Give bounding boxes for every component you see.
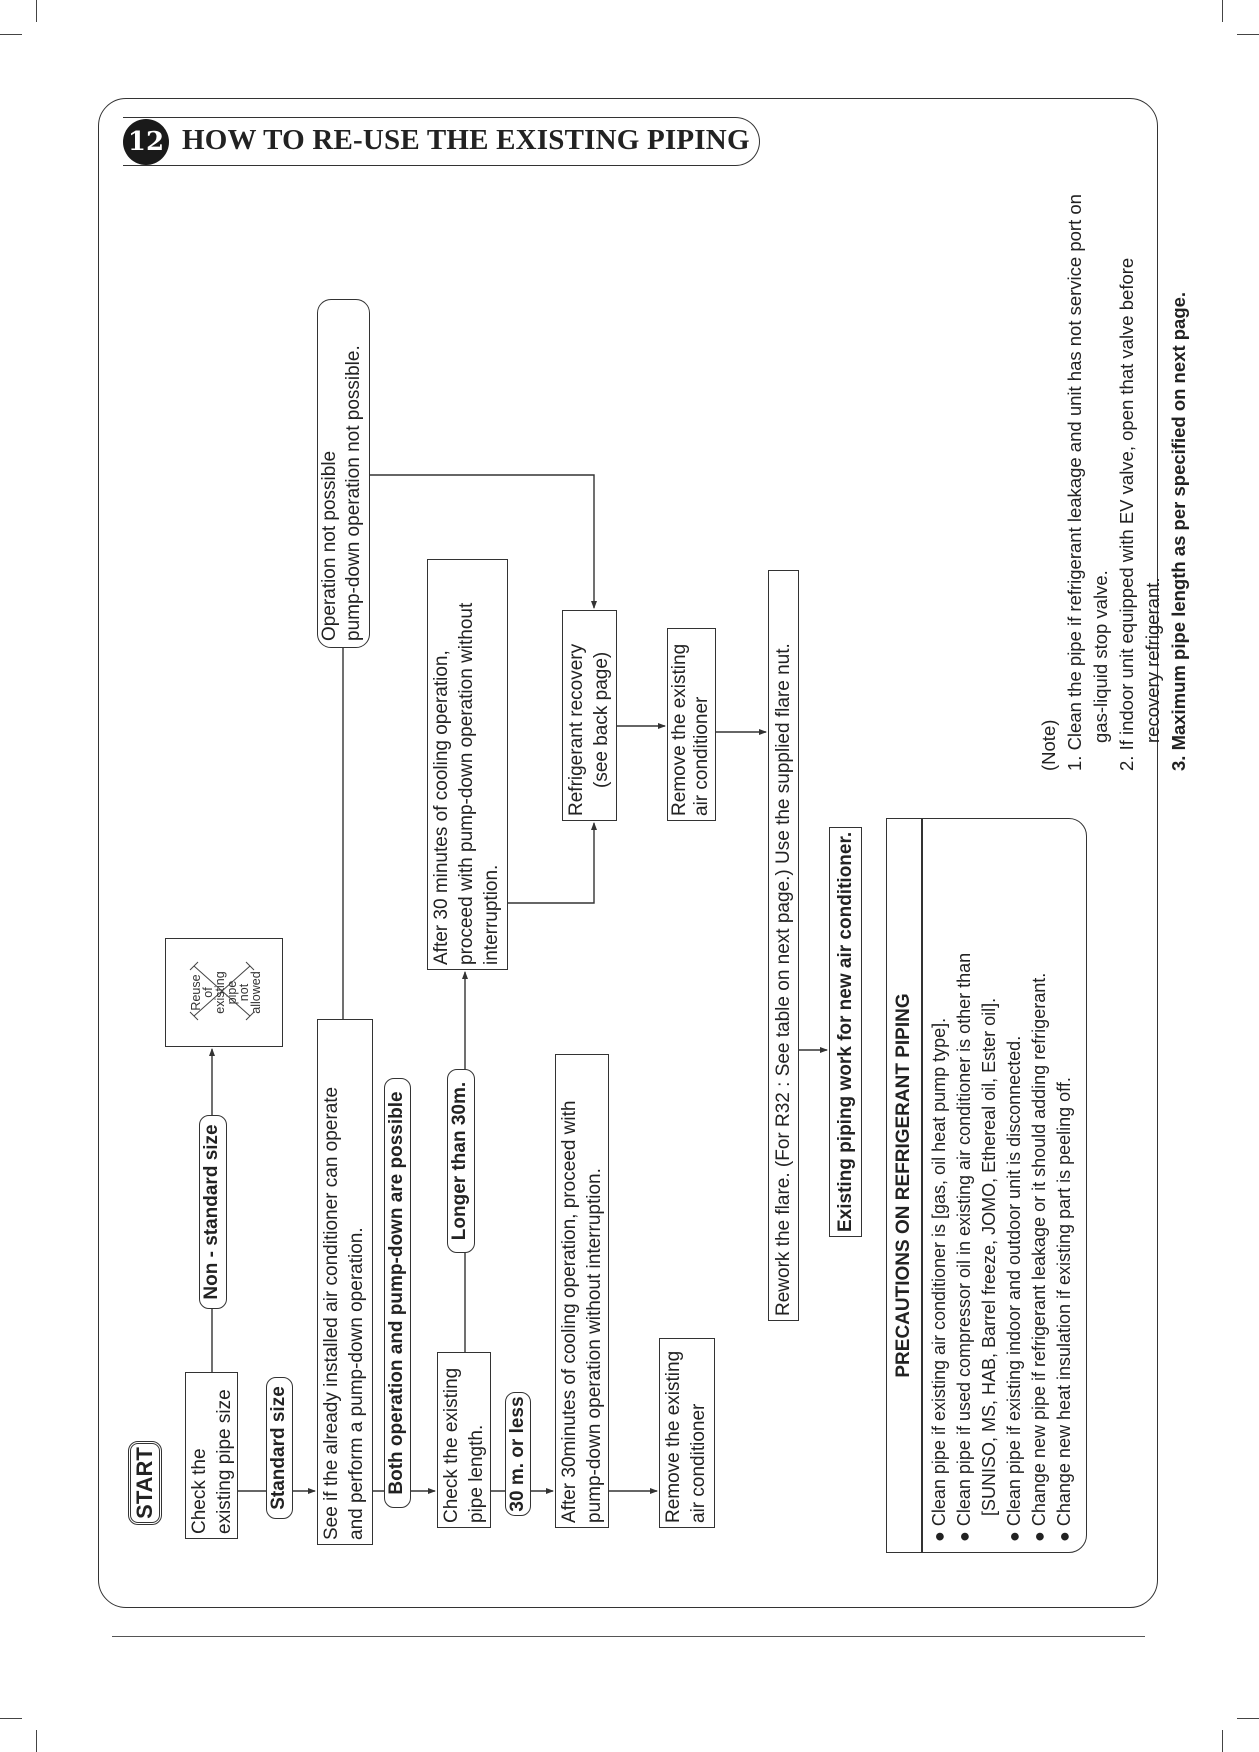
item-text: Change new pipe if refrigerant leakage o…: [1029, 972, 1049, 1527]
check-pipe-length-box: Check the existing pipe length.: [437, 1352, 491, 1528]
note-line: 2. If indoor unit equipped with EV valve…: [1116, 257, 1137, 771]
crop-mark: [0, 34, 22, 35]
box-line: existing pipe size: [214, 1389, 235, 1534]
crop-mark: [36, 0, 37, 22]
check-pipe-size-box: Check the existing pipe size: [185, 1372, 238, 1539]
section-number-badge: 12: [123, 119, 169, 165]
after-30-min-long-box: After 30 minutes of cooling operation, p…: [427, 559, 508, 970]
operation-not-possible-label: Operation not possible pump-down operati…: [317, 299, 370, 648]
box-line: Check the: [189, 1448, 210, 1534]
refrigerant-recovery-box: Refrigerant recovery (see back page): [562, 610, 617, 821]
box-line: interruption.: [481, 864, 502, 965]
precautions-title: PRECAUTIONS ON REFRIGERANT PIPING: [893, 993, 914, 1378]
note-block: (Note) 1. Clean the pipe if refrigerant …: [1036, 194, 1192, 771]
reuse-not-allowed-box: Reuse of existing pipe not allowed: [165, 938, 283, 1047]
after-30-min-short-box: After 30minutes of cooling operation, pr…: [555, 1054, 609, 1528]
box-line: Remove the existing: [669, 643, 690, 816]
both-possible-label: Both operation and pump-down are possibl…: [384, 1078, 411, 1508]
crop-mark: [1237, 1718, 1259, 1719]
precautions-list: ● Clean pipe if existing air conditioner…: [927, 953, 1077, 1542]
list-item: ● Clean pipe if existing air conditioner…: [929, 1017, 949, 1542]
standard-size-label: Standard size: [266, 1377, 293, 1519]
footer-rule: [112, 1636, 1145, 1637]
rework-flare-box: Rework the flare. (For R32 : See table o…: [768, 570, 799, 1321]
thirty-or-less-label: 30 m. or less: [505, 1392, 531, 1516]
crop-mark: [1222, 0, 1223, 22]
note-line: recovery refrigerant.: [1142, 577, 1163, 743]
note-line: gas-liquid stop valve.: [1090, 570, 1111, 743]
box-line: Operation not possible: [319, 450, 340, 641]
crop-mark: [36, 1730, 37, 1752]
box-line: proceed with pump-down operation without: [456, 602, 477, 965]
list-item: ● Clean pipe if existing indoor and outd…: [1004, 1035, 1024, 1542]
box-line: (see back page): [591, 651, 612, 788]
box-line: After 30minutes of cooling operation, pr…: [559, 1100, 580, 1523]
note-line: 1. Clean the pipe if refrigerant leakage…: [1064, 194, 1085, 771]
box-line: air conditioner: [688, 1403, 709, 1523]
box-line: Refrigerant recovery: [566, 643, 587, 816]
section-frame: [98, 98, 1158, 1608]
box-line: Check the existing: [441, 1367, 462, 1523]
remove-existing-right-box: Remove the existing air conditioner: [667, 628, 716, 821]
box-line: See if the already installed air conditi…: [321, 1086, 342, 1540]
item-text: [SUNISO, MS, HAB, Barrel freeze, JOMO, E…: [979, 997, 999, 1516]
box-line: After 30 minutes of cooling operation,: [431, 650, 452, 965]
box-line: pump-down operation without interruption…: [584, 1168, 605, 1523]
existing-piping-work-box: Existing piping work for new air conditi…: [829, 827, 862, 1237]
non-standard-size-label: Non - standard size: [199, 1115, 227, 1309]
longer-than-30m-label: Longer than 30m.: [447, 1069, 475, 1253]
item-text: Clean pipe if used compressor oil in exi…: [954, 952, 974, 1527]
list-item: ● Change new pipe if refrigerant leakage…: [1029, 972, 1049, 1542]
note-heading: (Note): [1038, 719, 1059, 771]
list-item: ● Change new heat insulation if existing…: [1054, 1077, 1074, 1542]
precautions-divider: [921, 819, 923, 1552]
box-line: Remove the existing: [663, 1350, 684, 1523]
rotated-flowchart: START Check the existing pipe size Stand…: [123, 104, 1189, 1564]
precautions-box: PRECAUTIONS ON REFRIGERANT PIPING ● Clea…: [886, 818, 1087, 1553]
box-line: pipe length.: [466, 1424, 487, 1523]
text-line: allowed: [249, 971, 263, 1014]
item-text: Change new heat insulation if existing p…: [1054, 1077, 1074, 1527]
arrow-op-not-possible-to-recovery: [370, 474, 597, 609]
crop-mark: [0, 1718, 22, 1719]
box-line: pump-down operation not possible.: [343, 345, 364, 641]
title-border: [123, 117, 760, 166]
item-text: Clean pipe if existing air conditioner i…: [929, 1017, 949, 1527]
box-line: air conditioner: [691, 696, 712, 816]
arrow-after-30-long-to-recovery: [508, 822, 597, 904]
page-title: HOW TO RE-USE THE EXISTING PIPING: [182, 124, 750, 156]
item-text: Clean pipe if existing indoor and outdoo…: [1004, 1035, 1024, 1527]
reuse-not-allowed-text: Reuse of existing pipe not allowed: [189, 939, 263, 1046]
cross-icon: [189, 961, 255, 1021]
note-line: 3. Maximum pipe length as per specified …: [1168, 291, 1189, 771]
crop-mark: [1222, 1730, 1223, 1752]
see-if-box: See if the already installed air conditi…: [317, 1019, 373, 1545]
crop-mark: [1237, 34, 1259, 35]
start-node: START: [128, 1441, 162, 1525]
box-line: and perform a pump-down operation.: [346, 1227, 367, 1540]
remove-existing-left-box: Remove the existing air conditioner: [659, 1338, 715, 1528]
list-item: [SUNISO, MS, HAB, Barrel freeze, JOMO, E…: [977, 953, 1002, 1542]
list-item: ● Clean pipe if used compressor oil in e…: [954, 952, 974, 1542]
